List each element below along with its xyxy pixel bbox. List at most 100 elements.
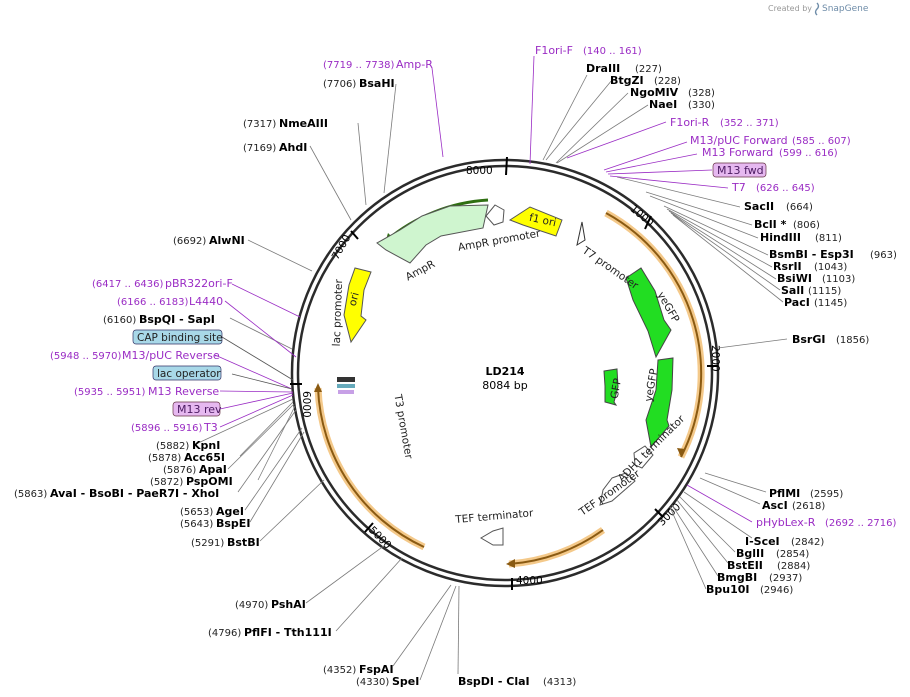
pbr322ori-f-label: pBR322ori-F xyxy=(165,277,233,290)
arc-upper-right xyxy=(605,212,703,458)
cap-binding-site-box xyxy=(132,329,223,345)
leader-acc65i xyxy=(239,401,294,457)
leader-bsrgi xyxy=(717,338,788,349)
leader-i-scei xyxy=(683,491,753,539)
leader-amp-r xyxy=(431,67,444,158)
tef-promoter-arrow xyxy=(599,472,636,506)
yegfp-arrow-1 xyxy=(625,267,672,359)
sali-pos: (1115) xyxy=(808,286,841,297)
leader-m13-puc-forward xyxy=(603,141,688,171)
m13-reverse-range: (5935 .. 5951) xyxy=(74,387,146,398)
leader-draiii xyxy=(542,74,588,161)
m13-rev-label: M13 rev xyxy=(177,403,222,416)
bmgbi-label: BmgBI xyxy=(717,571,757,584)
bcli-pos: (806) xyxy=(793,220,820,231)
leader-agei xyxy=(244,427,303,511)
tick-8000 xyxy=(505,156,508,176)
leader-bpu10i xyxy=(669,506,707,590)
hindiii-label: HindIII xyxy=(760,231,801,244)
m13-forward-label: M13 Forward xyxy=(702,146,773,159)
plasmid-name: LD214 xyxy=(485,365,524,378)
ori-arrow xyxy=(343,267,372,344)
backbone-inner-ring xyxy=(296,164,714,582)
label-t3-promoter: T3 promoter xyxy=(391,393,414,461)
leader-nmeaiii xyxy=(357,122,367,206)
leader-bglii xyxy=(679,496,736,553)
leader-phyblex-r xyxy=(686,484,753,523)
naei-pos: (330) xyxy=(688,100,715,111)
draiii-pos: (227) xyxy=(635,64,662,75)
adh1-terminator-arrow xyxy=(633,445,654,469)
kpni-label: KpnI xyxy=(192,439,220,452)
bspdi-label: BspDI - ClaI xyxy=(458,675,530,688)
f1ori-f-label: F1ori-F xyxy=(535,44,573,57)
agei-label: AgeI xyxy=(216,505,244,518)
ngomiv-pos: (328) xyxy=(688,88,715,99)
leader-paci xyxy=(672,214,784,303)
pbr322ori-f-range: (6417 .. 6436) xyxy=(92,279,164,290)
m13-puc-reverse-label: M13/pUC Reverse xyxy=(122,349,220,362)
tick-label-2000: 2000 xyxy=(709,345,721,372)
backbone-outer-ring xyxy=(290,158,720,588)
credit-text: Created by xyxy=(768,4,812,13)
arc-bottom-halo xyxy=(508,527,606,568)
label-yegfp-2: yeGFP xyxy=(643,368,661,403)
t7-promoter-mark xyxy=(576,221,586,247)
agei-pos: (5653) xyxy=(180,507,213,518)
alwni-pos: (6692) xyxy=(173,236,206,247)
leader-pbr322ori-f xyxy=(231,283,301,318)
cap-binding-site-label: CAP binding site xyxy=(137,332,223,344)
leader-ahdi xyxy=(309,145,352,221)
tick-1000 xyxy=(644,215,652,230)
bsiwi-pos: (1103) xyxy=(822,274,855,285)
alwni-label: AlwNI xyxy=(209,234,245,247)
leader-lac-operator xyxy=(231,373,293,390)
spei-label: SpeI xyxy=(392,675,419,688)
leader-kpni xyxy=(195,398,294,445)
avai-label: AvaI - BsoBI - PaeR7I - XhoI xyxy=(50,487,219,500)
bpu10i-pos: (2946) xyxy=(760,585,793,596)
bstbi-pos: (5291) xyxy=(191,538,224,549)
leader-m13-fwd xyxy=(607,169,713,175)
t7-label: T7 xyxy=(731,181,746,194)
m13-puc-forward-label: M13/pUC Forward xyxy=(690,134,788,147)
leader-hindiii xyxy=(649,195,759,239)
kpni-pos: (5882) xyxy=(156,441,189,452)
m13-rev-box xyxy=(172,401,221,417)
pflmi-pos: (2595) xyxy=(810,489,843,500)
pspomi-label: PspOMI xyxy=(186,475,233,488)
amp-r-label: Amp-R xyxy=(396,58,433,71)
btgzi-pos: (228) xyxy=(654,76,681,87)
leader-pshai xyxy=(305,544,386,604)
arc-left xyxy=(317,387,425,548)
label-ori: ori xyxy=(347,291,362,307)
pflmi-label: PflMI xyxy=(769,487,800,500)
bcli-label: BclI * xyxy=(754,218,787,231)
f1ori-f-range: (140 .. 161) xyxy=(583,46,642,57)
pflfi-label: PflFI - Tth111I xyxy=(244,626,332,639)
paci-pos: (1145) xyxy=(814,298,847,309)
ngomiv-label: NgoMIV xyxy=(630,86,679,99)
bsrgi-label: BsrGI xyxy=(792,333,825,346)
t3-label: T3 xyxy=(203,421,218,434)
bsteii-pos: (2884) xyxy=(777,561,810,572)
f1-ori-arrow xyxy=(508,206,563,237)
m13-rev-mark xyxy=(338,390,354,394)
leader-m13-puc-reverse xyxy=(214,354,293,390)
leader-btgzi xyxy=(545,79,613,161)
leader-lines xyxy=(195,74,788,681)
ahdi-label: AhdI xyxy=(279,141,307,154)
bspdi-pos: (4313) xyxy=(543,677,576,688)
paci-label: PacI xyxy=(784,296,810,309)
tef-terminator-arrow xyxy=(480,527,504,546)
label-tef-terminator: TEF terminator xyxy=(454,507,535,526)
sacii-pos: (664) xyxy=(786,202,813,213)
f1ori-r-range: (352 .. 371) xyxy=(720,118,779,129)
btgzi-label: BtgZI xyxy=(610,74,644,87)
yegfp-arrow-2 xyxy=(645,357,674,449)
leader-sacii xyxy=(616,176,741,208)
arc-bottom xyxy=(508,529,604,565)
tick-7000 xyxy=(350,230,359,240)
leader-apai xyxy=(227,403,295,470)
